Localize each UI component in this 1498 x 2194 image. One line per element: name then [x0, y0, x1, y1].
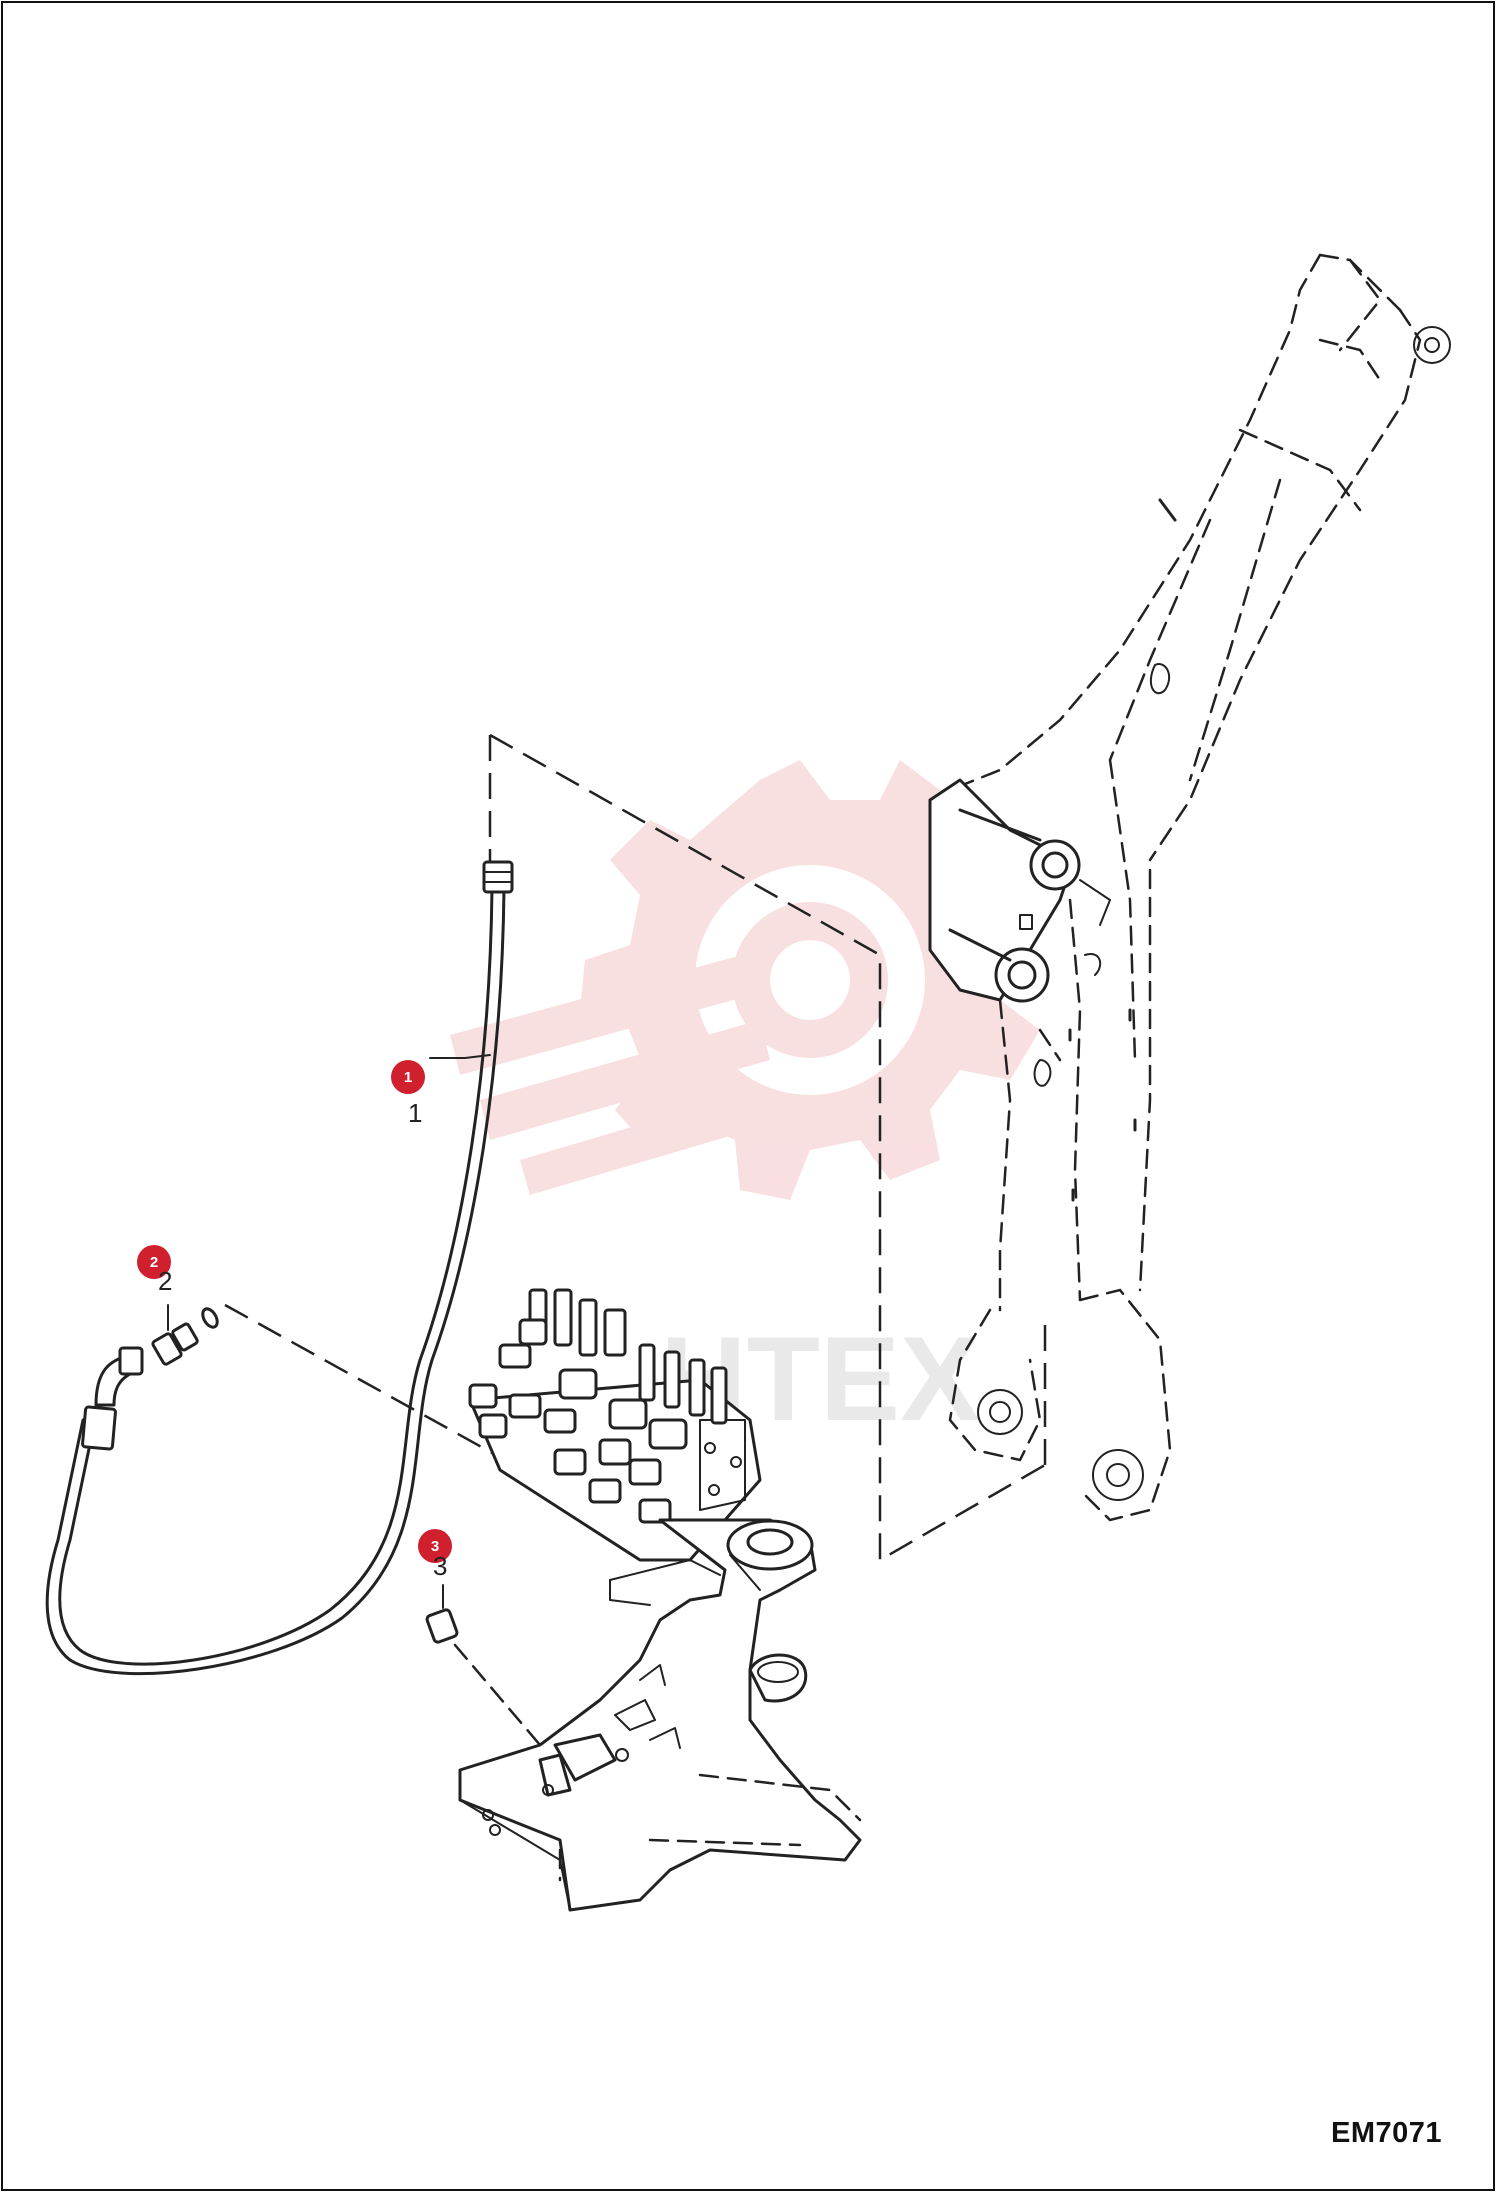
watermark-logo-icon	[450, 760, 1040, 1200]
control-valve	[468, 1288, 762, 1562]
drawing-code: EM7071	[1330, 2117, 1442, 2149]
adapter-fitting	[151, 1307, 219, 1366]
leader-number-3: 3	[433, 1551, 448, 1581]
callout-3[interactable]: 3	[418, 1529, 452, 1563]
leader-number-2: 2	[158, 1266, 173, 1296]
leader-line-1	[429, 1054, 491, 1059]
frame-bracket	[458, 1518, 862, 1912]
leader-number-1: 1	[408, 1098, 423, 1128]
callout-2[interactable]: 2	[137, 1245, 171, 1279]
routing-plane	[224, 733, 1047, 1563]
callout-1[interactable]: 1	[391, 1060, 425, 1094]
loader-arm	[928, 253, 1451, 1522]
cap-fitting	[425, 1608, 542, 1747]
hydraulic-hose	[45, 860, 514, 1676]
